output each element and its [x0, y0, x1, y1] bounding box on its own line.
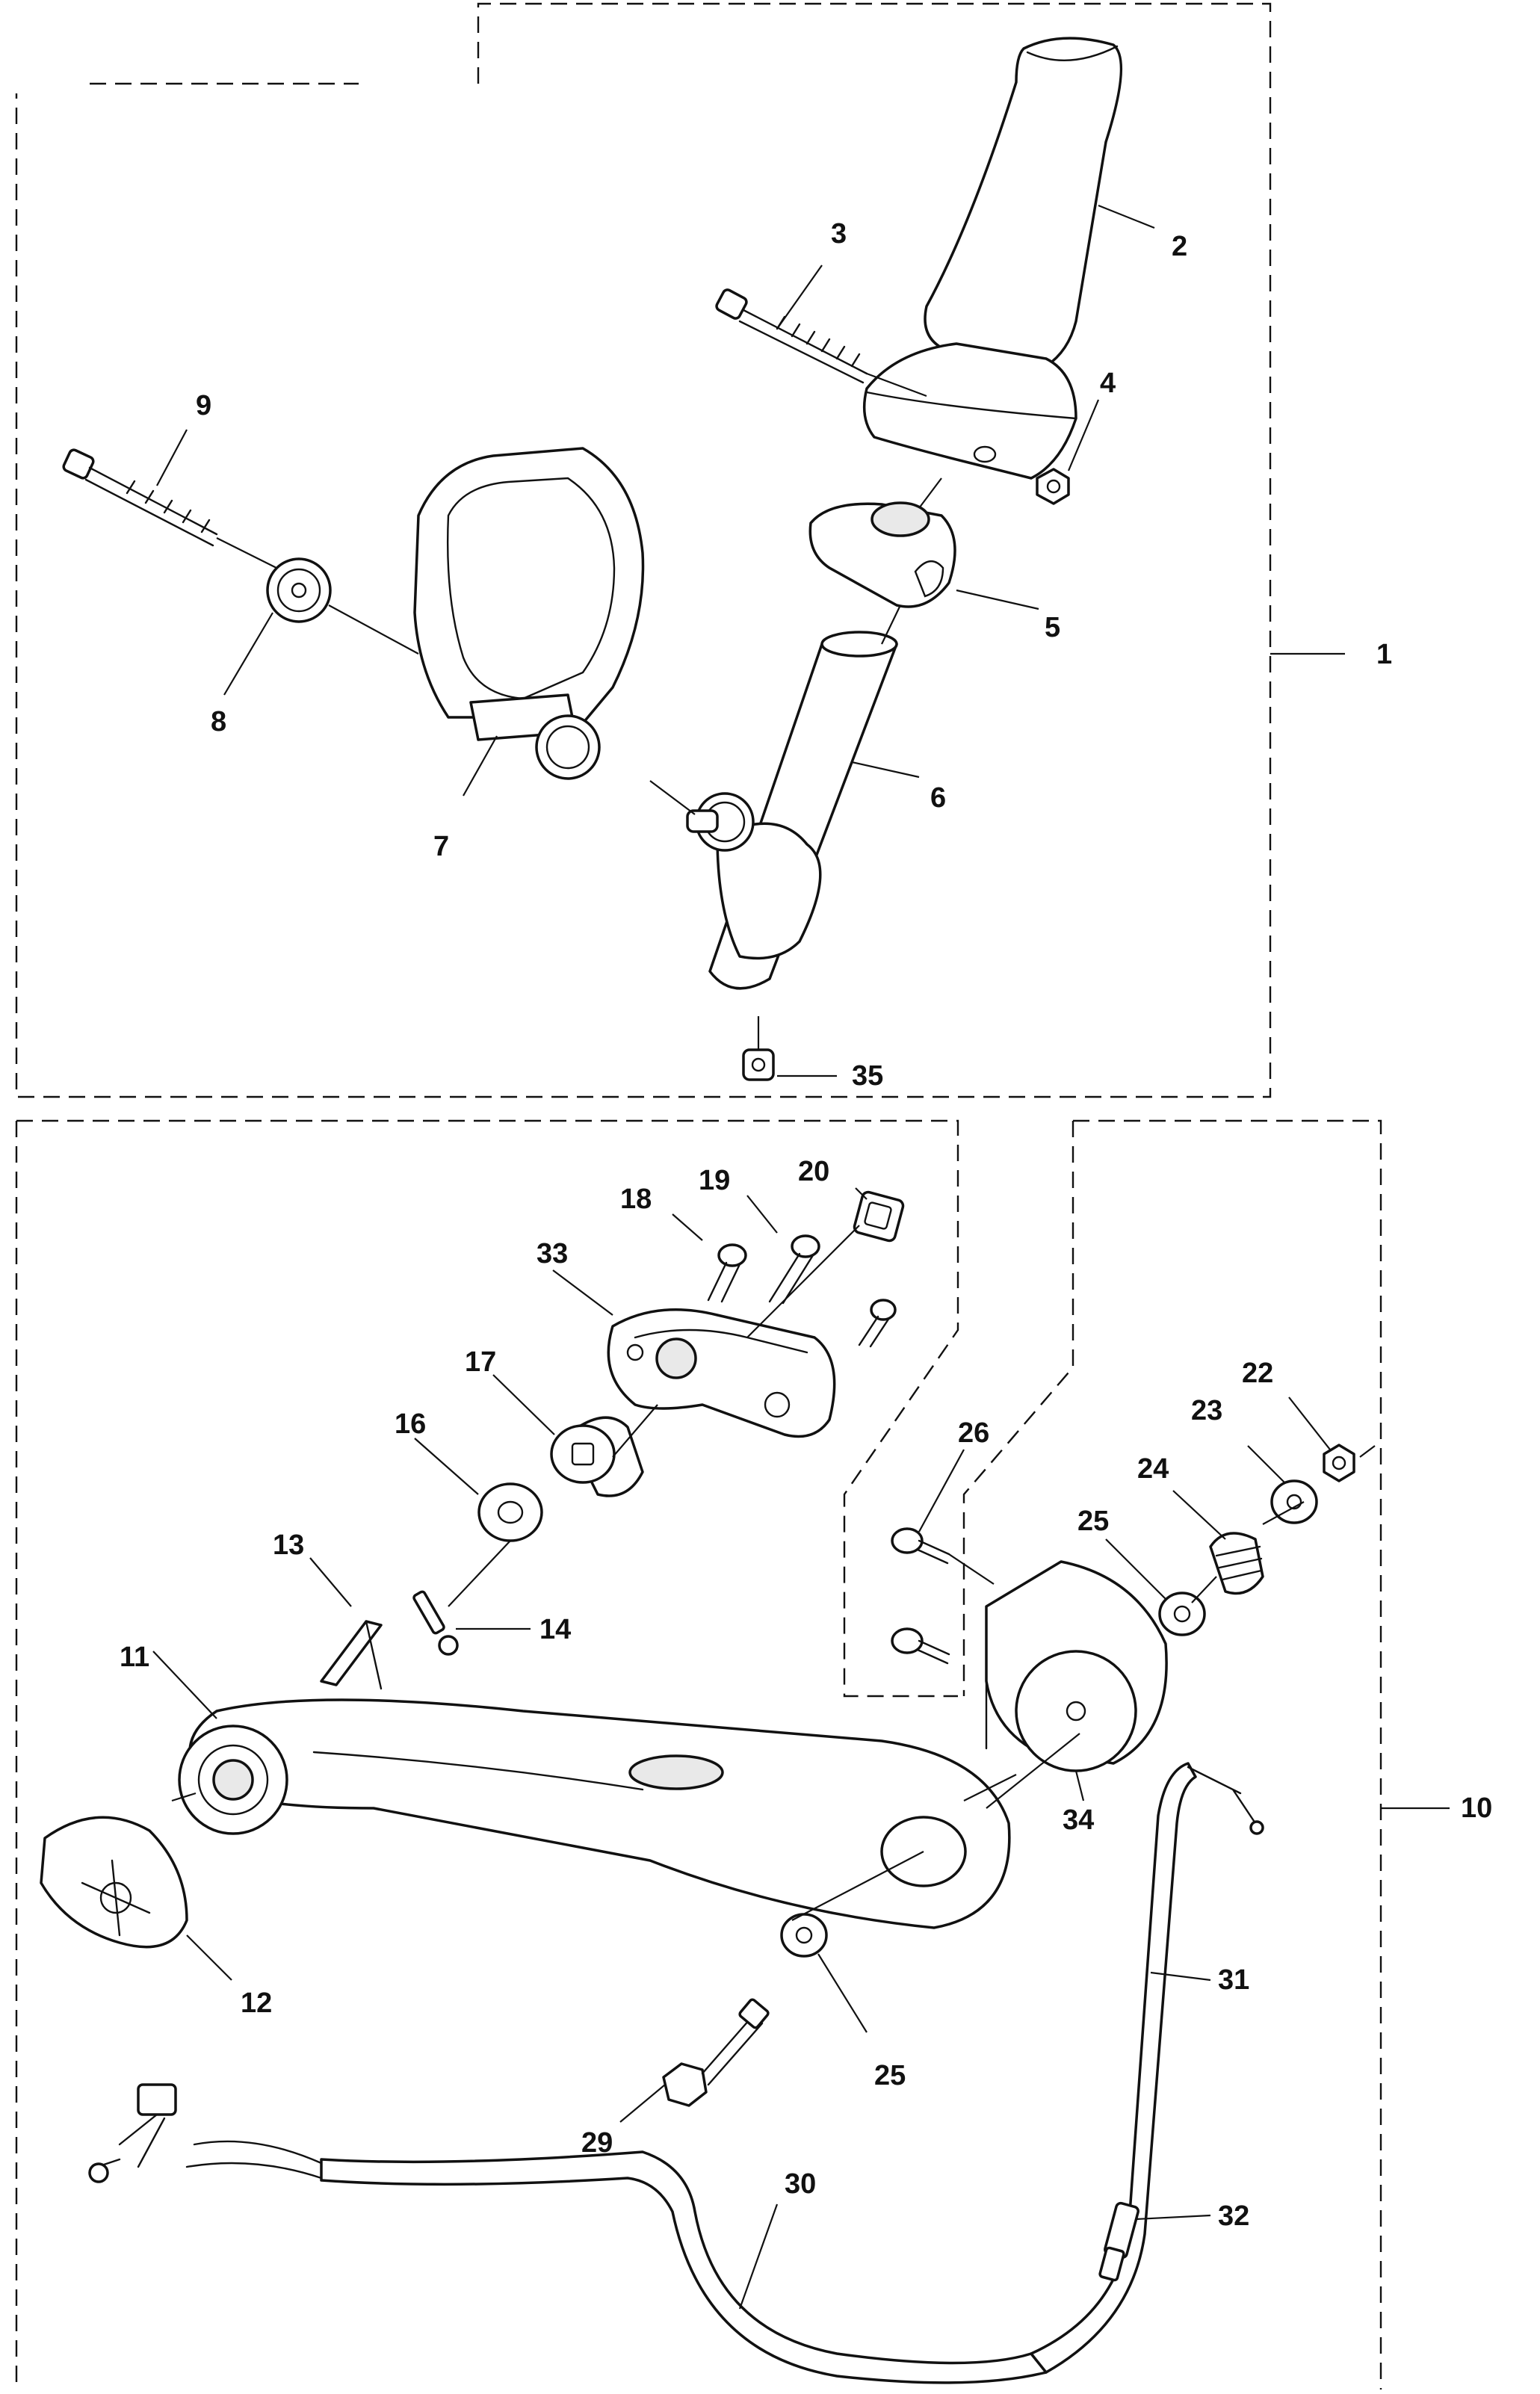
- part-14-pin: [412, 1590, 459, 1656]
- part-17-bushing: [550, 1416, 644, 1497]
- callout-35: 35: [852, 1060, 883, 1092]
- part-screw-housing: [858, 1299, 897, 1348]
- part-8-star-knob: [266, 557, 332, 623]
- part-9-long-bolt: [62, 448, 218, 547]
- part-22-nut: [1323, 1444, 1355, 1482]
- part-26-screw: [891, 1527, 950, 1665]
- part-25-washer-lower: [780, 1913, 828, 1958]
- callout-9: 9: [196, 390, 211, 421]
- part-13-spring-clip: [320, 1620, 383, 1690]
- callout-5: 5: [1045, 612, 1060, 643]
- part-11-arm: [178, 1698, 1011, 1929]
- part-19-screw: [768, 1234, 820, 1305]
- part-34-pulley-cover: [985, 1560, 1168, 1772]
- callout-17: 17: [465, 1346, 496, 1378]
- part-23-washer: [1270, 1479, 1318, 1524]
- group-boundary-lower: [15, 1119, 1382, 2390]
- callout-24: 24: [1137, 1453, 1169, 1485]
- part-32-connector: [1098, 2201, 1139, 2282]
- part-6-handle-tube: [686, 631, 898, 990]
- callout-33: 33: [536, 1238, 568, 1269]
- part-25-washer-upper: [1158, 1592, 1206, 1636]
- callout-23: 23: [1191, 1395, 1222, 1426]
- part-24-spring: [1209, 1532, 1264, 1595]
- callout-13: 13: [273, 1530, 304, 1561]
- part-18-screw: [707, 1243, 747, 1303]
- callout-10: 10: [1461, 1793, 1492, 1824]
- callout-1: 1: [1376, 639, 1392, 670]
- callout-25-lower: 25: [874, 2060, 906, 2091]
- part-12-cover-cap: [40, 1816, 188, 1949]
- callout-19: 19: [699, 1165, 730, 1196]
- part-31-bowden-cable: [1030, 1762, 1264, 2374]
- callout-34: 34: [1063, 1804, 1094, 1836]
- part-3-bolt: [715, 288, 868, 384]
- part-16-washer: [477, 1482, 543, 1542]
- part-29-shoulder-bolt: [662, 1998, 770, 2107]
- callout-18: 18: [620, 1184, 652, 1215]
- part-5-clamp-block: [808, 501, 956, 608]
- part-33-housing: [607, 1308, 836, 1438]
- callout-labels: 1 2 3 4 5 6 7 8 9 10 11 12 13 14 16 17 1…: [120, 218, 1492, 2232]
- callout-3: 3: [831, 218, 847, 250]
- part-30-cable-harness: [88, 2083, 1048, 2384]
- callout-7: 7: [433, 831, 449, 862]
- callout-14: 14: [539, 1614, 571, 1645]
- callout-11: 11: [120, 1642, 149, 1673]
- group-boundary-upper: [15, 2, 1272, 1098]
- callout-16: 16: [395, 1408, 426, 1440]
- part-20-square-insert: [853, 1190, 905, 1243]
- callout-2: 2: [1172, 231, 1187, 262]
- leader-lines: [152, 204, 1450, 2310]
- callout-4: 4: [1100, 368, 1116, 399]
- callout-8: 8: [211, 706, 226, 737]
- part-35-square-nut: [742, 1048, 775, 1081]
- part-4-nut: [1036, 468, 1070, 505]
- callout-32: 32: [1218, 2200, 1249, 2232]
- callout-26: 26: [958, 1417, 989, 1449]
- callout-25-upper: 25: [1077, 1506, 1109, 1537]
- callout-6: 6: [930, 782, 946, 814]
- part-2-handle-grip: [862, 37, 1123, 480]
- callout-12: 12: [241, 1988, 272, 2019]
- part-7-clamp-bracket: [413, 447, 645, 780]
- callout-30: 30: [785, 2168, 816, 2200]
- callout-20: 20: [798, 1156, 829, 1187]
- callout-29: 29: [581, 2127, 613, 2159]
- callout-31: 31: [1218, 1964, 1249, 1996]
- callout-22: 22: [1242, 1358, 1273, 1389]
